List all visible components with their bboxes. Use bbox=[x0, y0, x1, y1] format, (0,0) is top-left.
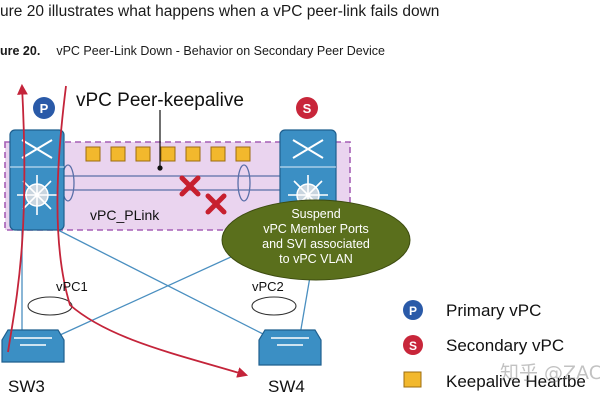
legend-primary: P Primary vPC bbox=[403, 300, 541, 320]
primary-badge: P bbox=[33, 97, 55, 119]
figure-title: vPC Peer-Link Down - Behavior on Seconda… bbox=[56, 44, 385, 58]
secondary-badge: S bbox=[296, 97, 318, 119]
secondary-badge-letter: S bbox=[303, 101, 312, 116]
callout-line-4: to vPC VLAN bbox=[279, 252, 353, 266]
legend: P Primary vPC S Secondary vPC Keepalive … bbox=[403, 300, 586, 391]
legend-primary-badge: P bbox=[409, 304, 417, 318]
access-switch-sw4 bbox=[258, 329, 322, 366]
sw3-label: SW3 bbox=[8, 377, 45, 396]
failure-x-icon bbox=[179, 175, 227, 215]
figure-caption: ure 20. vPC Peer-Link Down - Behavior on … bbox=[0, 44, 385, 58]
callout-line-2: vPC Member Ports bbox=[263, 222, 369, 236]
callout-line-1: Suspend bbox=[291, 207, 340, 221]
callout-line-3: and SVI associated bbox=[262, 237, 370, 251]
primary-badge-letter: P bbox=[40, 101, 49, 116]
peer-link-ellipse-right bbox=[237, 164, 251, 202]
watermark: 知乎 @ZAC bbox=[500, 362, 600, 384]
figure-number: ure 20. bbox=[0, 44, 41, 58]
peer-keepalive-label: vPC Peer-keepalive bbox=[76, 90, 244, 111]
keepalive-squares bbox=[85, 146, 251, 162]
access-switch-sw3 bbox=[1, 329, 65, 363]
legend-secondary-label: Secondary vPC bbox=[446, 336, 564, 355]
peer-link-label: vPC_PLink bbox=[90, 207, 160, 223]
legend-keepalive-label: Keepalive Heartbe bbox=[446, 372, 586, 391]
vpc1-ellipse bbox=[27, 296, 73, 316]
vpc1-label: vPC1 bbox=[56, 279, 88, 294]
suspend-callout bbox=[221, 199, 411, 281]
legend-primary-label: Primary vPC bbox=[446, 301, 541, 320]
legend-keepalive: Keepalive Heartbe bbox=[403, 371, 586, 391]
core-switch-primary bbox=[9, 129, 65, 231]
legend-secondary-badge: S bbox=[409, 339, 417, 353]
keepalive-pointer-dot bbox=[157, 165, 163, 171]
vpc2-label: vPC2 bbox=[252, 279, 284, 294]
intro-text: ure 20 illustrates what happens when a v… bbox=[0, 3, 440, 20]
peer-link-lines bbox=[60, 175, 285, 191]
keepalive-square-icon bbox=[403, 371, 422, 388]
vpc2-ellipse bbox=[251, 296, 297, 316]
traffic-arrows bbox=[7, 83, 249, 378]
legend-secondary: S Secondary vPC bbox=[403, 335, 564, 355]
sw4-label: SW4 bbox=[268, 377, 305, 396]
